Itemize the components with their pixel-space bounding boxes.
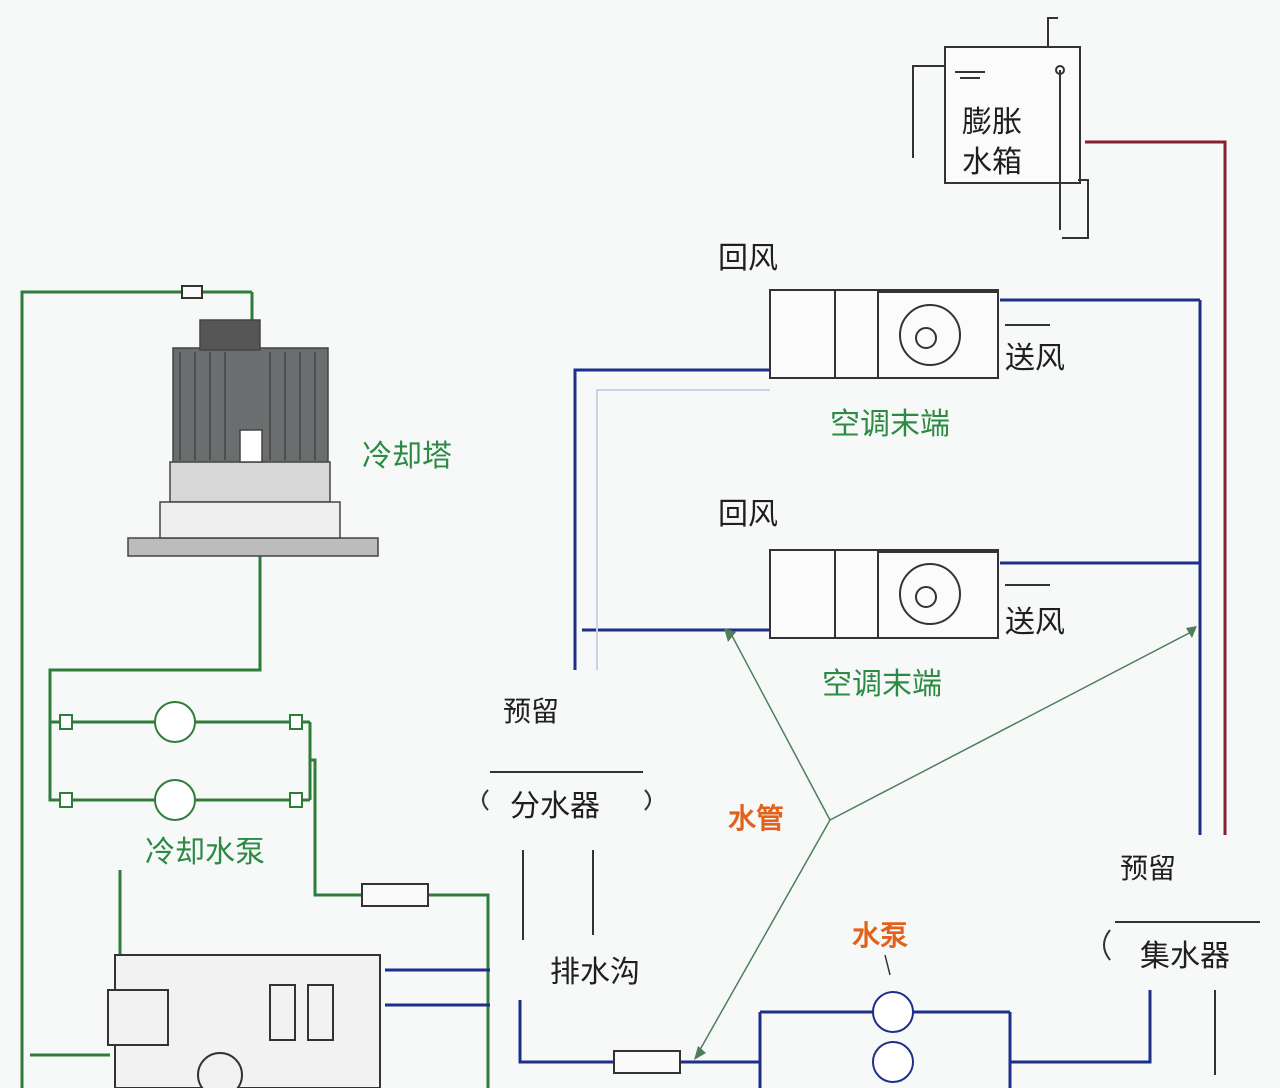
tower-outlet-pipe [48, 540, 262, 802]
expansion-tank-label-line2: 水箱 [962, 145, 1022, 180]
pump-icon [154, 701, 196, 743]
pump-label-pointer [884, 954, 891, 976]
expansion-pipe [1085, 140, 1227, 835]
chilled-water-pipes [385, 298, 1202, 1088]
chilled-water-pipes-light [596, 389, 770, 670]
ac-terminal-label-2: 空调末端 [822, 667, 942, 702]
pump-icon [872, 991, 914, 1033]
reserved-label-2: 预留 [1120, 852, 1177, 885]
ac-terminal-label-1: 空调末端 [830, 407, 950, 442]
cooling-water-pumps [59, 701, 303, 821]
ac-terminal-unit-1 [769, 289, 1050, 379]
reserved-label-1: 预留 [503, 695, 560, 728]
tower-loop-pipe-left [20, 290, 252, 1088]
water-pump-label: 水泵 [852, 919, 909, 952]
supply-riser-1 [573, 368, 770, 670]
water-pipe-leader-lines [696, 629, 1196, 1056]
drain-trench-label: 排水沟 [550, 955, 640, 990]
chilled-water-pumps [872, 991, 914, 1083]
water-collector-label: 集水器 [1140, 939, 1230, 974]
expansion-tank-label-line1: 膨胀 [962, 105, 1022, 140]
expansion-tank [912, 17, 1089, 239]
leader-arrowheads [694, 626, 1197, 1060]
supply-air-label-2: 送风 [1005, 605, 1065, 640]
cooling-tower-label: 冷却塔 [362, 439, 452, 474]
supply-air-label-1: 送风 [1005, 341, 1065, 376]
ac-terminal-unit-2 [769, 549, 1050, 639]
pump-to-collector-pipe [1010, 990, 1152, 1064]
return-air-label-2: 回风 [718, 497, 778, 532]
water-divider-label: 分水器 [510, 789, 600, 824]
cooling-water-pump-label: 冷却水泵 [145, 835, 265, 870]
pump-icon [872, 1041, 914, 1083]
pump-icon [154, 779, 196, 821]
chiller-unit-icon [107, 954, 381, 1088]
water-filter-boxes [181, 285, 681, 1074]
water-divider-icon [482, 771, 651, 940]
pump-discharge-pipe [310, 758, 490, 1088]
water-pipe-label: 水管 [728, 802, 785, 835]
water-collector-icon [1103, 921, 1260, 1075]
return-air-label-1: 回风 [718, 241, 778, 276]
cooling-tower-icon [127, 319, 379, 557]
